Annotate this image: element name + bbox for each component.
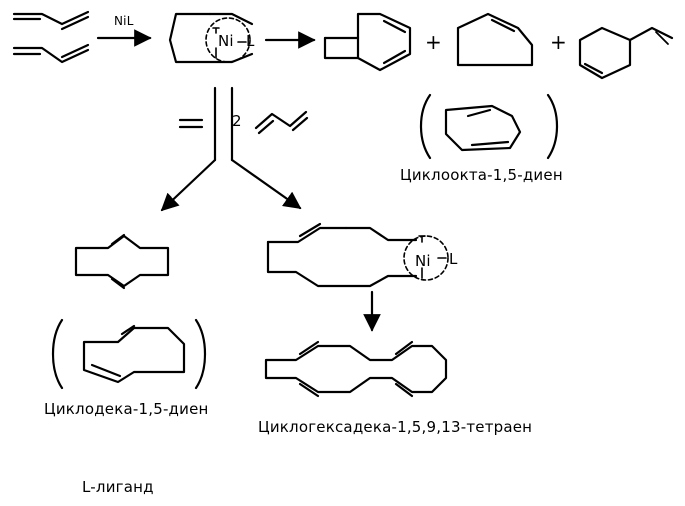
- cyclodecadiene-caption: Циклодека-1,5-диен: [44, 400, 209, 418]
- cdd-bracketed-structure: [52, 318, 206, 390]
- nickel-symbol-2: Ni: [415, 252, 431, 270]
- branch-lines: [160, 86, 302, 212]
- cyclodecadiene-structure: [74, 233, 170, 290]
- c12-nickel-complex-structure: [266, 222, 449, 288]
- nickel-complex-structure: [168, 12, 254, 64]
- butadiene-count-label: 2: [232, 112, 242, 130]
- ligand-symbol: L: [246, 32, 255, 50]
- ligand-legend: L-лиганд: [82, 478, 154, 496]
- nickel-symbol: Ni: [218, 32, 234, 50]
- butadiene-dimer-structure: [12, 10, 90, 64]
- plus-sign-2: +: [550, 30, 567, 54]
- catalyst-label: NiL: [114, 14, 134, 28]
- cod-bracketed-structure: [420, 93, 558, 160]
- cyclooctadiene-caption: Циклоокта-1,5-диен: [400, 166, 563, 184]
- cyclohexadecatetraene-caption: Циклогексадека-1,5,9,13-тетраен: [258, 418, 533, 436]
- plus-sign-1: +: [425, 30, 442, 54]
- ligand-symbol-2: L: [449, 250, 458, 268]
- vinylcyclohexene-structure: [578, 26, 674, 80]
- cyclooctadiene-structure: [456, 12, 534, 67]
- ethylene-symbol: [178, 118, 204, 129]
- butadiene-reagent-structure: [254, 110, 309, 135]
- bicyclooctadiene-structure: [323, 12, 412, 72]
- cyclohexadecatetraene-structure: [264, 340, 448, 398]
